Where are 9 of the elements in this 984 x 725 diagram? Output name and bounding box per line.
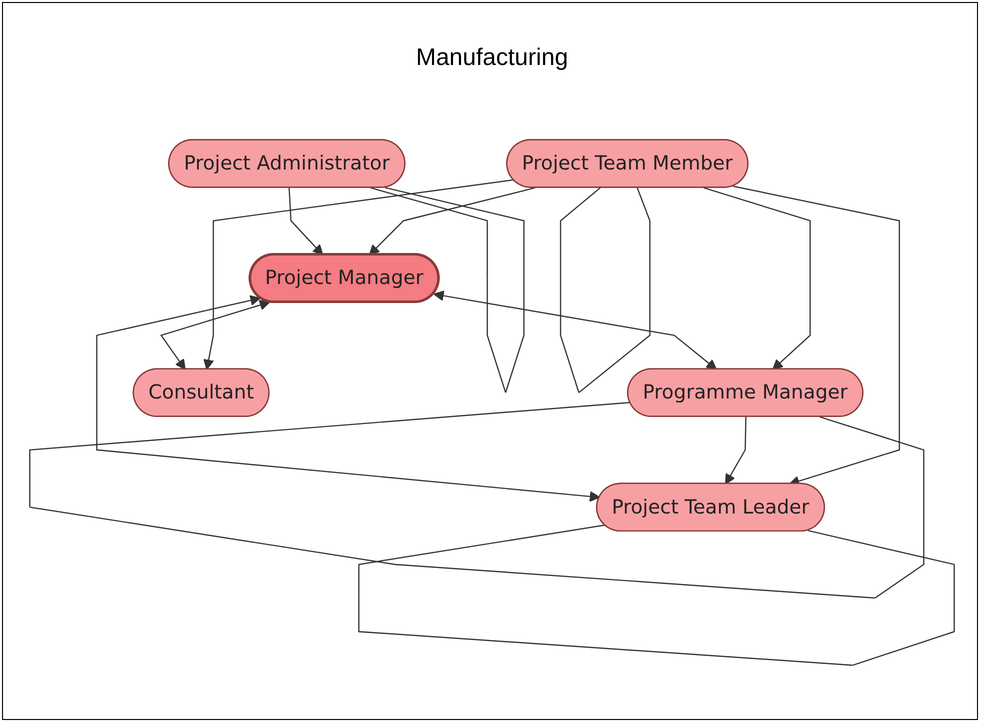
arrow: [433, 290, 717, 370]
arrow: [96, 295, 600, 502]
arrow: [203, 179, 514, 370]
arrow: [160, 300, 270, 370]
arrow: [725, 416, 746, 484]
arrow: [704, 187, 811, 370]
arrow: [368, 187, 536, 256]
arrow: [288, 188, 324, 256]
diagram-title: Manufacturing: [416, 44, 568, 72]
